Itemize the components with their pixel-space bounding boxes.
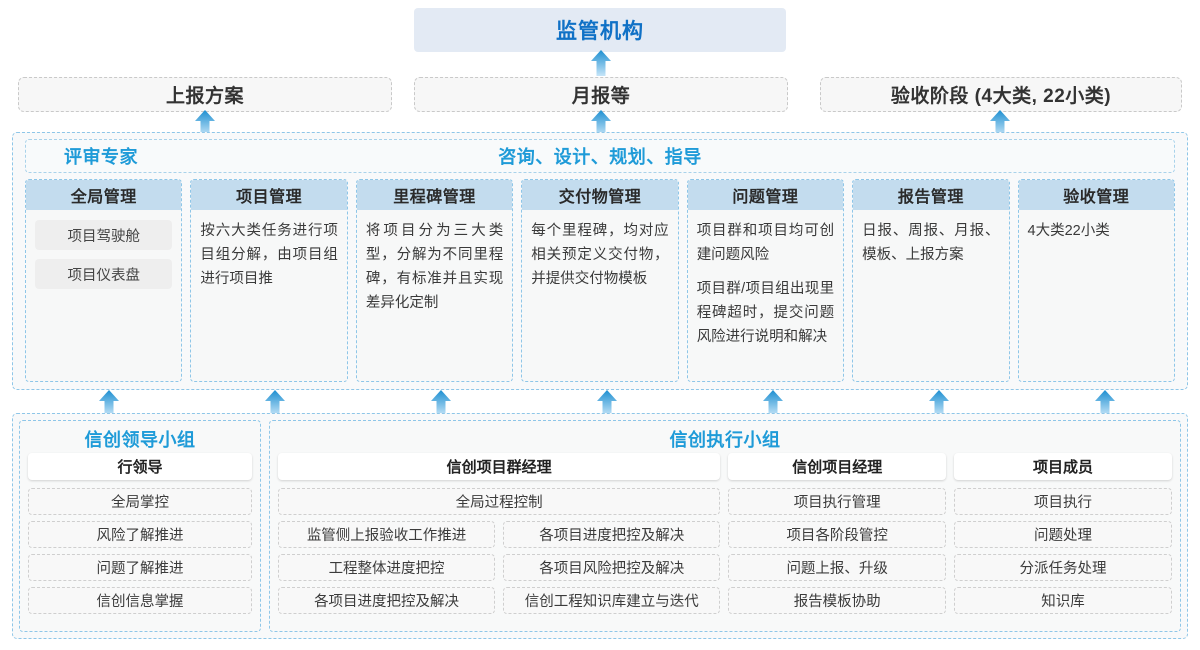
report-label-0: 上报方案 [165,86,244,107]
task-item[interactable]: 报告模板协助 [728,587,947,614]
arrow-up-to-column-6 [1095,390,1115,416]
report-box-2: 验收阶段 (4大类, 22小类) [820,77,1182,112]
report-label-2: 验收阶段 (4大类, 22小类) [890,86,1112,107]
arrow-up-to-regulator [591,50,611,76]
column-title-4: 问题管理 [687,180,844,210]
capability-column-report-management[interactable]: 报告管理 日报、周报、月报、模板、上报方案 [852,179,1010,382]
task-item[interactable]: 问题处理 [954,521,1172,548]
arrow-up-to-column-1 [265,390,285,416]
task-item[interactable]: 信创工程知识库建立与迭代 [503,587,721,614]
report-label-1: 月报等 [571,86,631,107]
middle-panel: 评审专家 咨询、设计、规划、指导 全局管理 项目驾驶舱 项目仪表盘 项目管理 按… [12,132,1188,390]
task-item[interactable]: 风险了解推进 [28,521,252,548]
role-header-project-member[interactable]: 项目成员 [954,453,1172,480]
task-item[interactable]: 工程整体进度把控 [278,554,496,581]
capability-column-milestone-management[interactable]: 里程碑管理 将项目分为三大类型，分解为不同里程碑，有标准并且实现差异化定制 [355,179,514,382]
capability-pill[interactable]: 项目仪表盘 [35,259,173,289]
group-leadership: 信创领导小组 行领导 全局掌控 风险了解推进 问题了解推进 信创信息掌握 [19,420,261,632]
arrow-up-to-column-3 [597,390,617,416]
role-column-program-manager: 信创项目群经理 全局过程控制 监管侧上报验收工作推进 工程整体进度把控 各项目进… [278,453,721,623]
column-paragraph: 日报、周报、月报、模板、上报方案 [862,223,1000,263]
task-item[interactable]: 问题了解推进 [28,554,252,581]
regulator-box: 监管机构 [414,8,786,52]
column-title-6: 验收管理 [1018,180,1174,210]
arrow-up-to-column-2 [431,390,451,416]
column-title-1: 项目管理 [191,180,347,210]
task-item-full-width[interactable]: 全局过程控制 [278,488,721,515]
task-item[interactable]: 项目执行管理 [728,488,947,515]
bottom-panel: 信创领导小组 行领导 全局掌控 风险了解推进 问题了解推进 信创信息掌握 信创执… [12,413,1188,639]
column-title-3: 交付物管理 [522,180,678,210]
middle-header-left-label: 评审专家 [64,147,138,167]
middle-panel-header: 评审专家 咨询、设计、规划、指导 [25,139,1175,173]
role-header-program-manager[interactable]: 信创项目群经理 [278,453,721,480]
arrow-up-to-column-0 [99,390,119,416]
task-item[interactable]: 项目执行 [954,488,1172,515]
arrow-up-to-report-1 [591,110,611,136]
report-box-0: 上报方案 [18,77,392,112]
task-item[interactable]: 各项目进度把控及解决 [503,521,721,548]
capability-columns: 全局管理 项目驾驶舱 项目仪表盘 项目管理 按六大类任务进行项目组分解，由项目组… [25,179,1175,382]
role-header-project-manager[interactable]: 信创项目经理 [728,453,947,480]
arrow-up-to-column-5 [929,390,949,416]
group-execution: 信创执行小组 信创项目群经理 全局过程控制 监管侧上报验收工作推进 工程整体进度… [269,420,1181,632]
column-paragraph: 4大类22小类 [1027,223,1110,239]
capability-pill[interactable]: 项目驾驶舱 [35,220,173,250]
capability-column-global-management[interactable]: 全局管理 项目驾驶舱 项目仪表盘 [25,179,183,382]
capability-column-deliverable-management[interactable]: 交付物管理 每个里程碑，均对应相关预定义交付物，并提供交付物模板 [521,179,679,382]
column-title-2: 里程碑管理 [356,180,513,210]
regulator-label: 监管机构 [556,20,644,43]
column-title-5: 报告管理 [853,180,1009,210]
role-column-project-manager: 信创项目经理 项目执行管理 项目各阶段管控 问题上报、升级 报告模板协助 [728,453,947,623]
group-title-leadership: 信创领导小组 [84,430,196,450]
report-box-1: 月报等 [414,77,788,112]
middle-header-center-label: 咨询、设计、规划、指导 [498,147,702,167]
arrow-up-to-report-2 [990,110,1010,136]
task-item[interactable]: 各项目风险把控及解决 [503,554,721,581]
task-item[interactable]: 信创信息掌握 [28,587,252,614]
arrow-up-to-column-4 [763,390,783,416]
column-paragraph: 项目群和项目均可创建问题风险 [696,223,835,263]
column-paragraph: 项目群/项目组出现里程碑超时，提交问题风险进行说明和解决 [696,280,835,345]
task-item[interactable]: 分派任务处理 [954,554,1172,581]
capability-column-project-management[interactable]: 项目管理 按六大类任务进行项目组分解，由项目组进行项目推 [190,179,348,382]
task-item[interactable]: 知识库 [954,587,1172,614]
column-paragraph: 将项目分为三大类型，分解为不同里程碑，有标准并且实现差异化定制 [365,223,504,311]
task-item[interactable]: 问题上报、升级 [728,554,947,581]
task-item[interactable]: 项目各阶段管控 [728,521,947,548]
column-paragraph: 每个里程碑，均对应相关预定义交付物，并提供交付物模板 [531,223,669,287]
arrow-up-to-report-0 [195,110,215,136]
role-header-bank-leader[interactable]: 行领导 [28,453,252,480]
capability-column-acceptance-management[interactable]: 验收管理 4大类22小类 [1017,179,1175,382]
task-item[interactable]: 各项目进度把控及解决 [278,587,496,614]
capability-column-issue-management[interactable]: 问题管理 项目群和项目均可创建问题风险 项目群/项目组出现里程碑超时，提交问题风… [686,179,845,382]
column-paragraph: 按六大类任务进行项目组分解，由项目组进行项目推 [200,223,338,287]
task-item[interactable]: 全局掌控 [28,488,252,515]
column-title-0: 全局管理 [26,180,182,210]
role-column-project-member: 项目成员 项目执行 问题处理 分派任务处理 知识库 [954,453,1172,623]
task-item[interactable]: 监管侧上报验收工作推进 [278,521,496,548]
group-title-execution: 信创执行小组 [669,430,781,450]
